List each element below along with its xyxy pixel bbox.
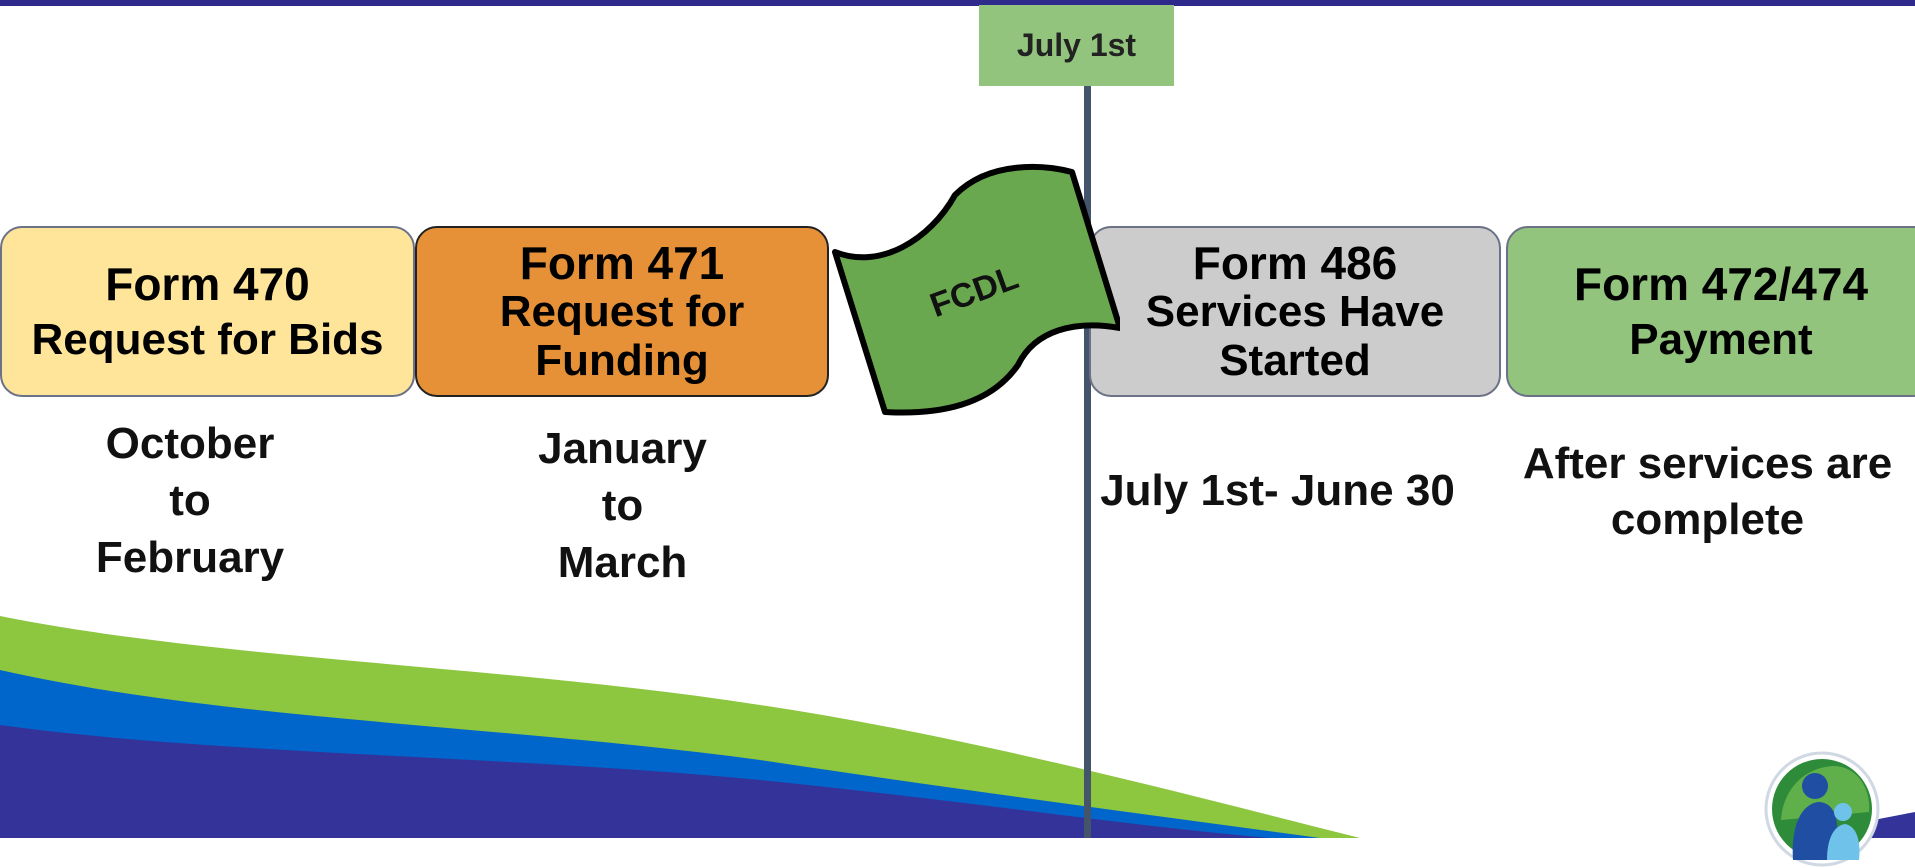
form-471-box: Form 471 Request for Funding bbox=[415, 226, 829, 397]
background-waves bbox=[0, 616, 1915, 838]
flag-icon: FCDL bbox=[832, 164, 1120, 416]
form-472-474-box: Form 472/474 Payment bbox=[1506, 226, 1915, 397]
form-470-subtitle: Request for Bids bbox=[31, 314, 384, 364]
navy-wave bbox=[0, 725, 1270, 838]
timeline-divider bbox=[1084, 84, 1091, 838]
form-486-box: Form 486 Services Have Started bbox=[1089, 226, 1501, 397]
form-470-period: October to February bbox=[95, 419, 285, 583]
top-accent-bar bbox=[0, 0, 1915, 6]
form-470-box: Form 470 Request for Bids bbox=[0, 226, 415, 397]
form-486-title: Form 486 bbox=[1192, 236, 1398, 289]
form-470-title: Form 470 bbox=[105, 258, 310, 310]
form-471-subtitle: Request for Funding bbox=[499, 287, 745, 385]
milestone-date-tag: July 1st bbox=[979, 5, 1174, 86]
form-472-474-subtitle: Payment bbox=[1629, 314, 1813, 364]
form-486-subtitle: Services Have Started bbox=[1145, 287, 1445, 385]
form-471-title: Form 471 bbox=[519, 236, 725, 289]
form-472-474-title: Form 472/474 bbox=[1573, 258, 1869, 310]
form-486-period: July 1st- June 30 bbox=[1100, 466, 1455, 515]
form-472-474-period: After services are complete bbox=[1522, 439, 1893, 545]
family-logo-icon bbox=[1764, 751, 1880, 867]
form-471-period: January to March bbox=[538, 424, 707, 588]
